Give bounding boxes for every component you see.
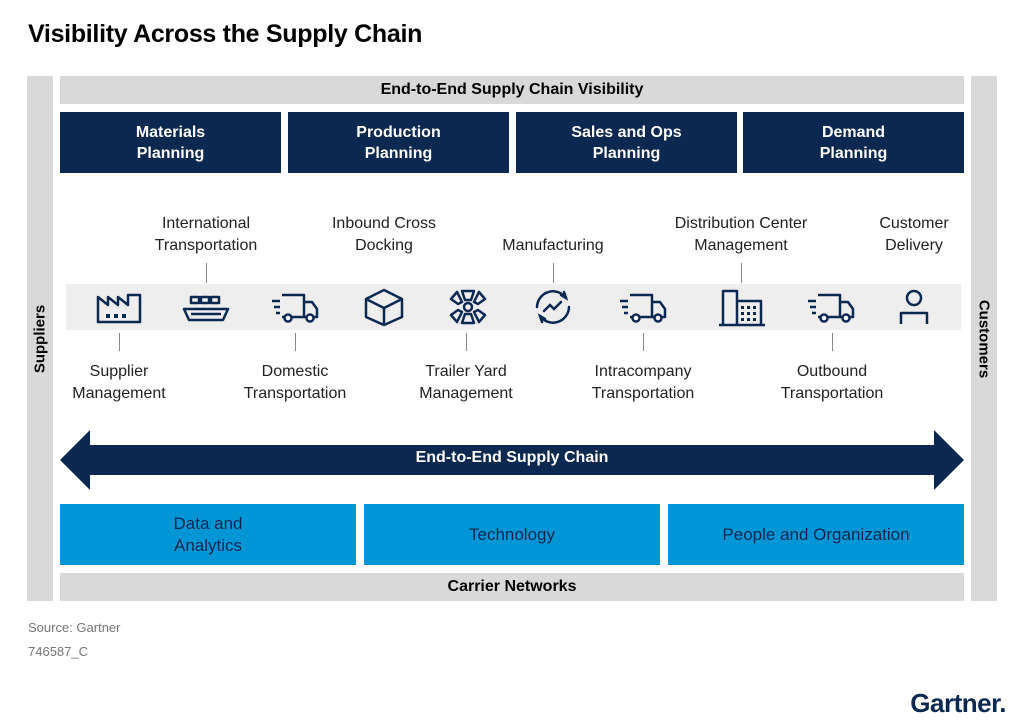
sales-ops-planning-box: Sales and Ops Planning: [516, 112, 737, 173]
stage-label-inbound-cross-docking: Inbound Cross Docking: [331, 215, 437, 254]
connector-tick: [832, 333, 833, 351]
source-note: Source: Gartner: [28, 620, 121, 635]
ship-icon: [181, 287, 231, 327]
stage-label-supplier-management: Supplier Management: [72, 363, 166, 402]
supply-chain-double-arrow: [60, 430, 964, 490]
visibility-band: End-to-End Supply Chain Visibility: [60, 76, 964, 104]
factory-icon: [94, 287, 144, 327]
technology-box: Technology: [364, 504, 660, 565]
stage-label-domestic-transportation: Domestic Transportation: [243, 363, 347, 402]
connector-tick: [206, 263, 207, 283]
materials-planning-box: Materials Planning: [60, 112, 281, 173]
production-planning-box: Production Planning: [288, 112, 509, 173]
gartner-logo: Gartner.: [910, 688, 1006, 718]
box-icon: [359, 287, 409, 327]
gear-cycle-icon: [528, 287, 578, 327]
connector-tick: [466, 333, 467, 351]
page-title: Visibility Across the Supply Chain: [28, 20, 423, 48]
person-icon: [889, 287, 939, 327]
suppliers-label: Suppliers: [31, 304, 49, 373]
stage-label-international-transportation: International Transportation: [154, 215, 258, 254]
connector-tick: [741, 263, 742, 283]
yard-fan-icon: [443, 287, 493, 327]
connector-tick: [295, 333, 296, 351]
connector-tick: [119, 333, 120, 351]
stage-label-manufacturing: Manufacturing: [502, 237, 604, 254]
connector-tick: [643, 333, 644, 351]
stage-label-customer-delivery: Customer Delivery: [879, 215, 949, 254]
suppliers-bar: Suppliers: [27, 76, 53, 601]
stage-label-intracompany-transportation: Intracompany Transportation: [591, 363, 695, 402]
customers-label: Customers: [975, 299, 993, 378]
connector-tick: [553, 263, 554, 283]
figure-id: 746587_C: [28, 644, 88, 659]
carrier-networks-band: Carrier Networks: [60, 573, 964, 601]
data-analytics-box: Data and Analytics: [60, 504, 356, 565]
demand-planning-box: Demand Planning: [743, 112, 964, 173]
truck-icon: [806, 287, 856, 327]
truck-icon: [618, 287, 668, 327]
stage-label-trailer-yard: Trailer Yard Management: [419, 363, 513, 402]
building-icon: [717, 287, 767, 327]
truck-icon: [270, 287, 320, 327]
stage-label-distribution-center: Distribution Center Management: [674, 215, 808, 254]
stage-label-outbound-transportation: Outbound Transportation: [780, 363, 884, 402]
people-organization-box: People and Organization: [668, 504, 964, 565]
supply-chain-arrow-label: End-to-End Supply Chain: [415, 449, 609, 466]
customers-bar: Customers: [971, 76, 997, 601]
